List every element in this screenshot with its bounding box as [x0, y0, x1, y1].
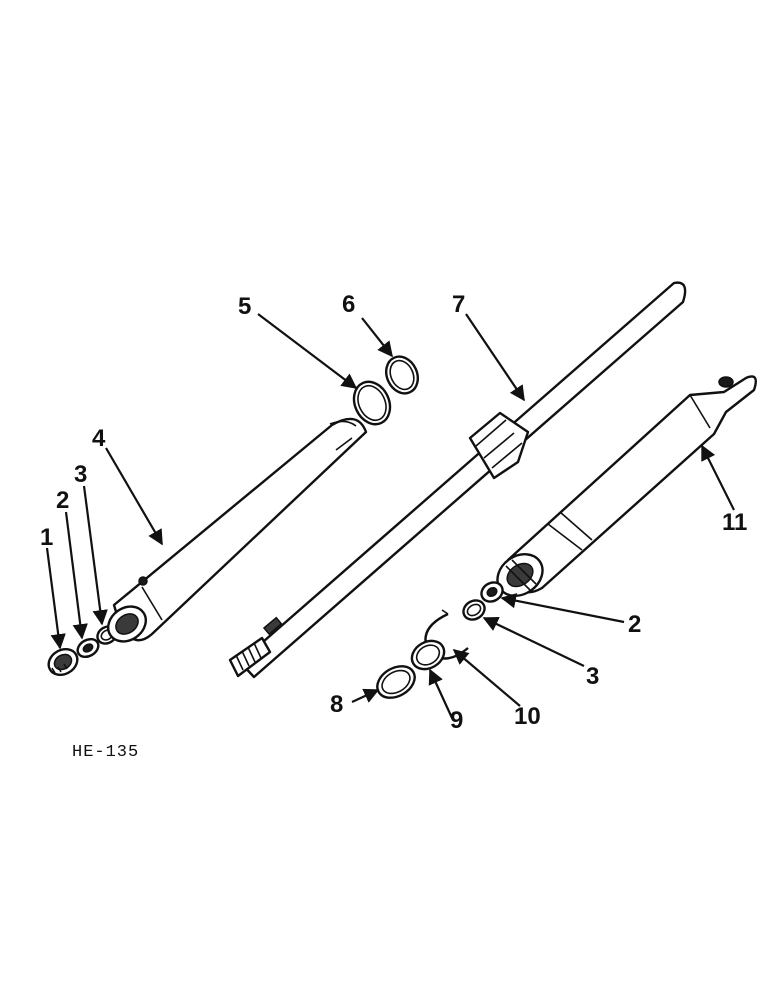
- callout-10: 10: [514, 703, 541, 730]
- callout-3-left: 3: [74, 461, 87, 488]
- piston-rod-part: [228, 281, 687, 679]
- callout-2-left: 2: [56, 487, 69, 514]
- figure-code: HE-135: [72, 743, 139, 762]
- piston-ring-part-6: [385, 355, 419, 395]
- leader-lines: [45, 313, 735, 719]
- callout-1: 1: [40, 524, 53, 551]
- callout-11: 11: [722, 509, 747, 536]
- callout-5: 5: [238, 293, 251, 320]
- wiper-seal-part: [410, 639, 446, 671]
- callout-4: 4: [92, 425, 106, 452]
- callout-2-right: 2: [628, 611, 641, 638]
- washer-part-right: [480, 581, 504, 603]
- callout-8: 8: [330, 691, 343, 718]
- callout-9: 9: [450, 707, 463, 734]
- cylinder-barrel-part: [107, 417, 368, 643]
- callout-7: 7: [452, 291, 465, 318]
- callout-6: 6: [342, 291, 355, 318]
- backup-ring-part: [376, 665, 416, 699]
- packing-nut-part: [47, 647, 79, 677]
- washer-part-left: [76, 637, 100, 659]
- piston-ring-part-5: [352, 380, 392, 426]
- o-ring-part-right: [462, 599, 486, 621]
- callout-3-right: 3: [586, 663, 599, 690]
